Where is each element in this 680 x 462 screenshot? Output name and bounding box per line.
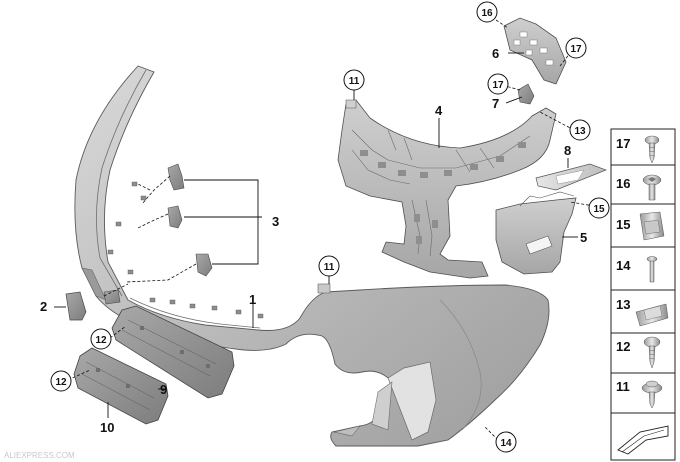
svg-text:16: 16 xyxy=(481,8,493,19)
panel-number-15: 15 xyxy=(616,217,630,232)
upper-bracket xyxy=(503,17,567,85)
license-plate-bracket xyxy=(73,347,169,425)
svg-text:13: 13 xyxy=(574,126,586,137)
panel-number-17: 17 xyxy=(616,136,630,151)
svg-text:17: 17 xyxy=(492,80,504,91)
circled-callouts: 11 11 12 12 13 14 15 16 xyxy=(50,1,610,453)
fastener-panel: 17 16 15 14 13 12 11 xyxy=(610,128,676,461)
callout-labels: 1 2 3 4 5 6 7 8 9 10 xyxy=(40,46,587,435)
panel-number-13: 13 xyxy=(616,297,630,312)
svg-text:12: 12 xyxy=(95,335,107,346)
arrow-symbol-icon xyxy=(617,425,669,455)
circle-callout-16: 16 xyxy=(476,1,498,23)
svg-text:11: 11 xyxy=(324,262,335,273)
panel-number-16: 16 xyxy=(616,176,630,191)
screw-icon xyxy=(644,135,660,164)
small-bracket xyxy=(517,83,535,105)
license-plate-base xyxy=(111,305,235,399)
torx-bolt-icon xyxy=(642,174,662,201)
bracket-clips xyxy=(103,163,213,305)
svg-text:11: 11 xyxy=(349,76,360,87)
sheet-metal-screw-icon xyxy=(643,336,661,369)
dashed-leaders xyxy=(67,19,595,441)
circle-callout-17a: 17 xyxy=(565,37,587,59)
clip-nut-icon xyxy=(639,211,665,241)
panel-number-11: 11 xyxy=(616,379,630,394)
callout-7: 7 xyxy=(492,96,499,111)
callout-8: 8 xyxy=(564,143,571,158)
collar-screw-icon xyxy=(641,380,663,409)
callout-3: 3 xyxy=(272,214,279,229)
svg-text:15: 15 xyxy=(593,204,605,215)
circle-callout-11b: 11 xyxy=(318,255,340,277)
circle-callout-17b: 17 xyxy=(487,73,509,95)
circle-callout-12b: 12 xyxy=(50,370,72,392)
panel-number-14: 14 xyxy=(616,258,631,273)
circle-callout-14: 14 xyxy=(495,431,517,453)
callout-5: 5 xyxy=(580,230,587,245)
spring-clip-icon xyxy=(635,303,669,327)
svg-text:14: 14 xyxy=(500,438,512,449)
callout-6: 6 xyxy=(492,46,499,61)
bumper-carrier xyxy=(337,99,557,279)
watermark-text: ALIEXPRESS.COM xyxy=(4,451,75,460)
circle-callout-12a: 12 xyxy=(90,328,112,350)
callout-2: 2 xyxy=(40,299,47,314)
small-cover-part xyxy=(65,291,87,321)
callout-4: 4 xyxy=(435,103,443,118)
circle-callout-15: 15 xyxy=(588,197,610,219)
expanding-rivet-icon xyxy=(646,256,658,283)
side-bracket xyxy=(495,191,577,275)
circle-callout-11a: 11 xyxy=(343,69,365,91)
callout-1: 1 xyxy=(249,292,256,307)
panel-number-12: 12 xyxy=(616,339,630,354)
callout-10: 10 xyxy=(100,420,114,435)
trim-strip xyxy=(535,163,607,191)
svg-text:12: 12 xyxy=(55,377,67,388)
callout-9: 9 xyxy=(160,382,167,397)
circle-callout-13: 13 xyxy=(569,119,591,141)
svg-text:17: 17 xyxy=(570,44,582,55)
